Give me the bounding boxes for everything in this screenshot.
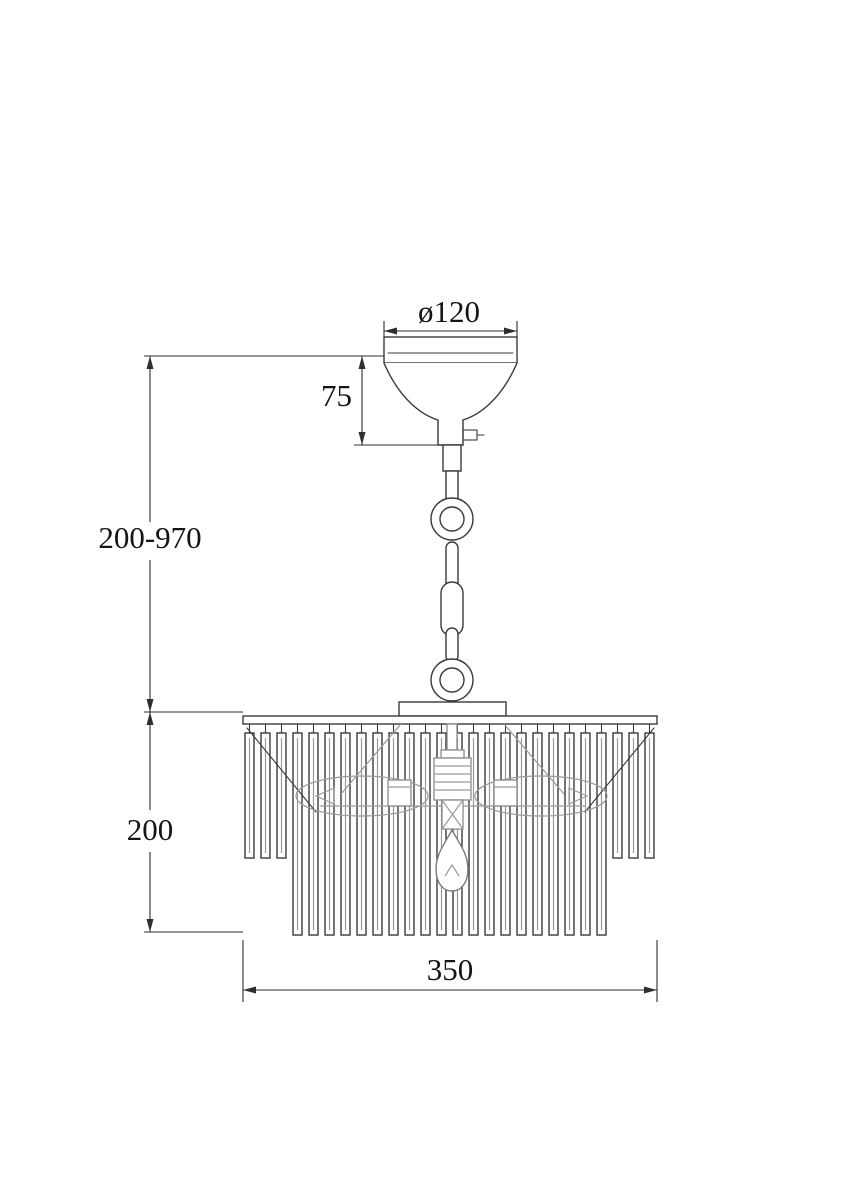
suspension-chain bbox=[430, 444, 474, 702]
label-canopy-height: 75 bbox=[321, 378, 352, 413]
candle-socket-right bbox=[493, 779, 518, 807]
crystal-rod bbox=[244, 723, 255, 859]
dimension-body-height: 200 bbox=[127, 711, 243, 933]
canopy-bell bbox=[383, 362, 518, 446]
candle-bulb bbox=[435, 828, 469, 892]
crystal-rod bbox=[644, 723, 655, 859]
ceiling-canopy bbox=[383, 336, 518, 446]
arrowhead-right bbox=[644, 986, 657, 994]
crystal-rod bbox=[500, 723, 511, 936]
crystal-rod bbox=[548, 723, 559, 936]
crystal-rod bbox=[340, 723, 351, 936]
label-body-diameter: 350 bbox=[427, 952, 474, 987]
center-stem bbox=[446, 723, 458, 751]
arm-tip-left bbox=[314, 787, 335, 805]
hub-cap bbox=[440, 749, 465, 759]
crystal-rod bbox=[388, 723, 399, 936]
dimension-suspension-height: 200-970 bbox=[98, 356, 202, 712]
arrowhead-down bbox=[146, 699, 154, 712]
strut-right bbox=[584, 727, 655, 813]
bulb-filament bbox=[444, 863, 460, 877]
inner-lamp-frame bbox=[295, 723, 608, 892]
arrowhead-left bbox=[384, 327, 397, 335]
crystal-rod bbox=[580, 723, 591, 936]
crystal-rod bbox=[404, 723, 415, 936]
label-suspension-height: 200-970 bbox=[98, 520, 201, 555]
arm-tip-right bbox=[568, 787, 589, 805]
arrowhead-left bbox=[243, 986, 256, 994]
arm-sweep-left bbox=[295, 775, 429, 817]
arrowhead-up bbox=[358, 356, 366, 369]
dimension-canopy-diameter: ø120 bbox=[383, 294, 518, 337]
arm-sweep-right bbox=[474, 775, 608, 817]
support-struts bbox=[246, 723, 655, 813]
crystal-rod bbox=[356, 723, 367, 936]
arrowhead-right bbox=[504, 327, 517, 335]
crystal-rod bbox=[468, 723, 479, 936]
crystal-rod bbox=[628, 723, 639, 859]
arrowhead-up bbox=[146, 712, 154, 725]
crystal-rod bbox=[484, 723, 495, 936]
arrowhead-up bbox=[146, 356, 154, 369]
strut-inner-right bbox=[503, 723, 565, 795]
label-body-height: 200 bbox=[127, 812, 174, 847]
dimension-body-diameter: 350 bbox=[242, 940, 658, 1002]
arrowhead-down bbox=[358, 432, 366, 445]
crystal-rod bbox=[532, 723, 543, 936]
socket-cross-line bbox=[441, 799, 464, 830]
lamp-body bbox=[242, 701, 658, 936]
mounting-plate bbox=[398, 701, 507, 717]
crystal-rod bbox=[292, 723, 303, 936]
crystal-rod bbox=[420, 723, 431, 936]
chain-ring-bottom-hole bbox=[439, 667, 465, 693]
canopy-drum bbox=[383, 336, 518, 364]
crystal-rod bbox=[324, 723, 335, 936]
chain-ring-top-hole bbox=[439, 506, 465, 532]
center-hub bbox=[433, 757, 472, 801]
label-canopy-diameter: ø120 bbox=[418, 294, 480, 329]
stem-lower bbox=[445, 470, 459, 500]
strut-left bbox=[246, 727, 317, 813]
locking-screw bbox=[462, 429, 478, 441]
crystal-rod bbox=[596, 723, 607, 936]
stem-upper bbox=[442, 444, 462, 472]
arrowhead-down bbox=[146, 919, 154, 932]
crystal-rod bbox=[276, 723, 287, 859]
candle-socket-left bbox=[387, 779, 412, 807]
chain-link bbox=[445, 627, 459, 663]
top-rail bbox=[242, 715, 658, 725]
crystal-rod bbox=[308, 723, 319, 936]
crystal-rod bbox=[260, 723, 271, 859]
strut-inner-left bbox=[340, 723, 402, 795]
dimension-canopy-height: 75 bbox=[144, 355, 438, 446]
crystal-rod bbox=[516, 723, 527, 936]
crystal-rod bbox=[564, 723, 575, 936]
crystal-rod bbox=[612, 723, 623, 859]
